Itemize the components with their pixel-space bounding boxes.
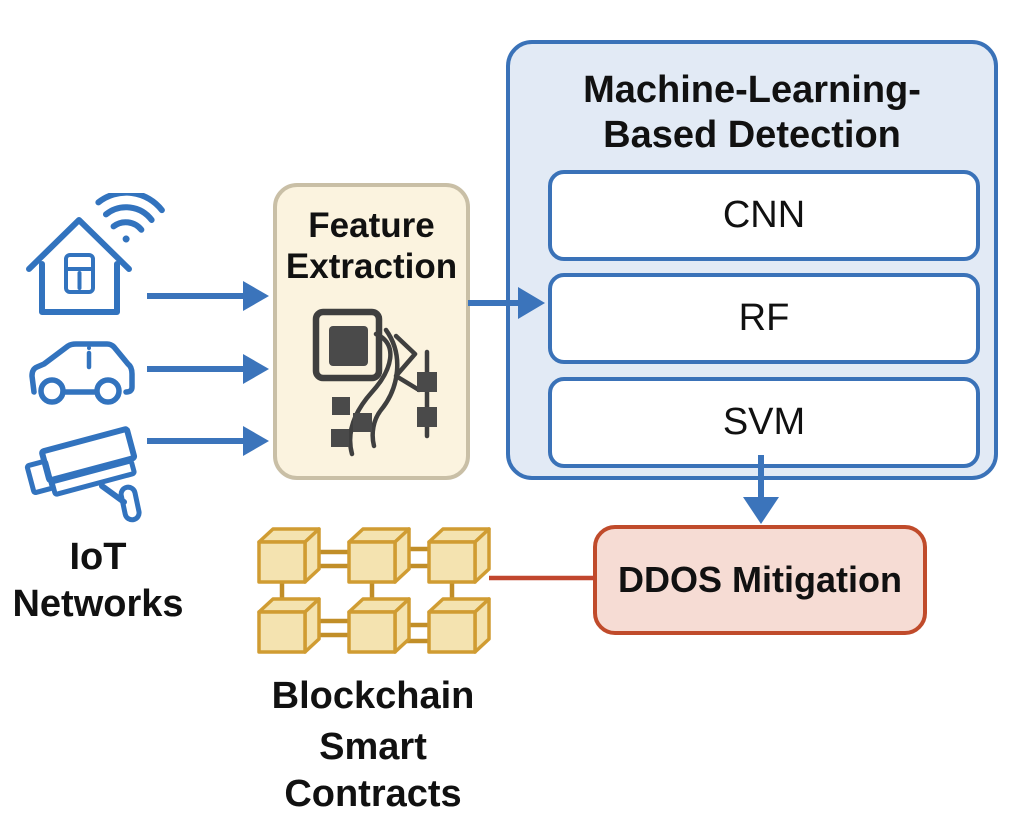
camera-lens (24, 458, 55, 496)
arrow-ml-to-ddos-mitigation (743, 455, 779, 524)
car-wheel-front (38, 377, 66, 405)
car-body (29, 341, 135, 395)
car-wheel-rear (94, 377, 122, 405)
arrow-camera-to-feature-extraction (147, 426, 269, 456)
house-roof (26, 217, 132, 272)
ml-title-line2: Based Detection (603, 114, 901, 156)
house-window (64, 253, 95, 294)
arrow-house-to-feature-extraction (147, 281, 269, 311)
feature-extraction-title: Feature Extraction (285, 206, 458, 286)
car-icon (29, 341, 135, 405)
ml-title-line1: Machine-Learning- (583, 69, 921, 111)
house-body (39, 261, 120, 315)
iot-networks-label: IoT Networks (12, 536, 184, 625)
cubes (257, 527, 491, 654)
blockchain-label: Blockchain (271, 675, 475, 717)
model-box-cnn: CNN (548, 170, 980, 261)
arrow-feature-extraction-to-ml (468, 287, 545, 319)
smart-home-icon (26, 193, 165, 315)
blockchain-icon (257, 527, 491, 654)
model-box-rf: RF (548, 273, 980, 364)
camera-mount-base (118, 484, 142, 523)
feature-bit-squares (331, 372, 437, 447)
feature-outer-square (312, 308, 383, 382)
feature-inner-square (329, 326, 368, 366)
arrow-car-to-feature-extraction (147, 354, 269, 384)
wifi-icon (95, 193, 165, 243)
feature-extraction-icon (312, 308, 437, 457)
smart-contracts-label: Smart Contracts (284, 726, 462, 815)
cctv-camera-icon (24, 426, 142, 523)
car-antenna-dot (87, 346, 91, 350)
ddos-mitigation-label: DDOS Mitigation (618, 559, 902, 600)
ml-detection-box: Machine-Learning- Based Detection CNN RF… (506, 40, 998, 480)
ml-detection-title: Machine-Learning- Based Detection (510, 68, 994, 158)
